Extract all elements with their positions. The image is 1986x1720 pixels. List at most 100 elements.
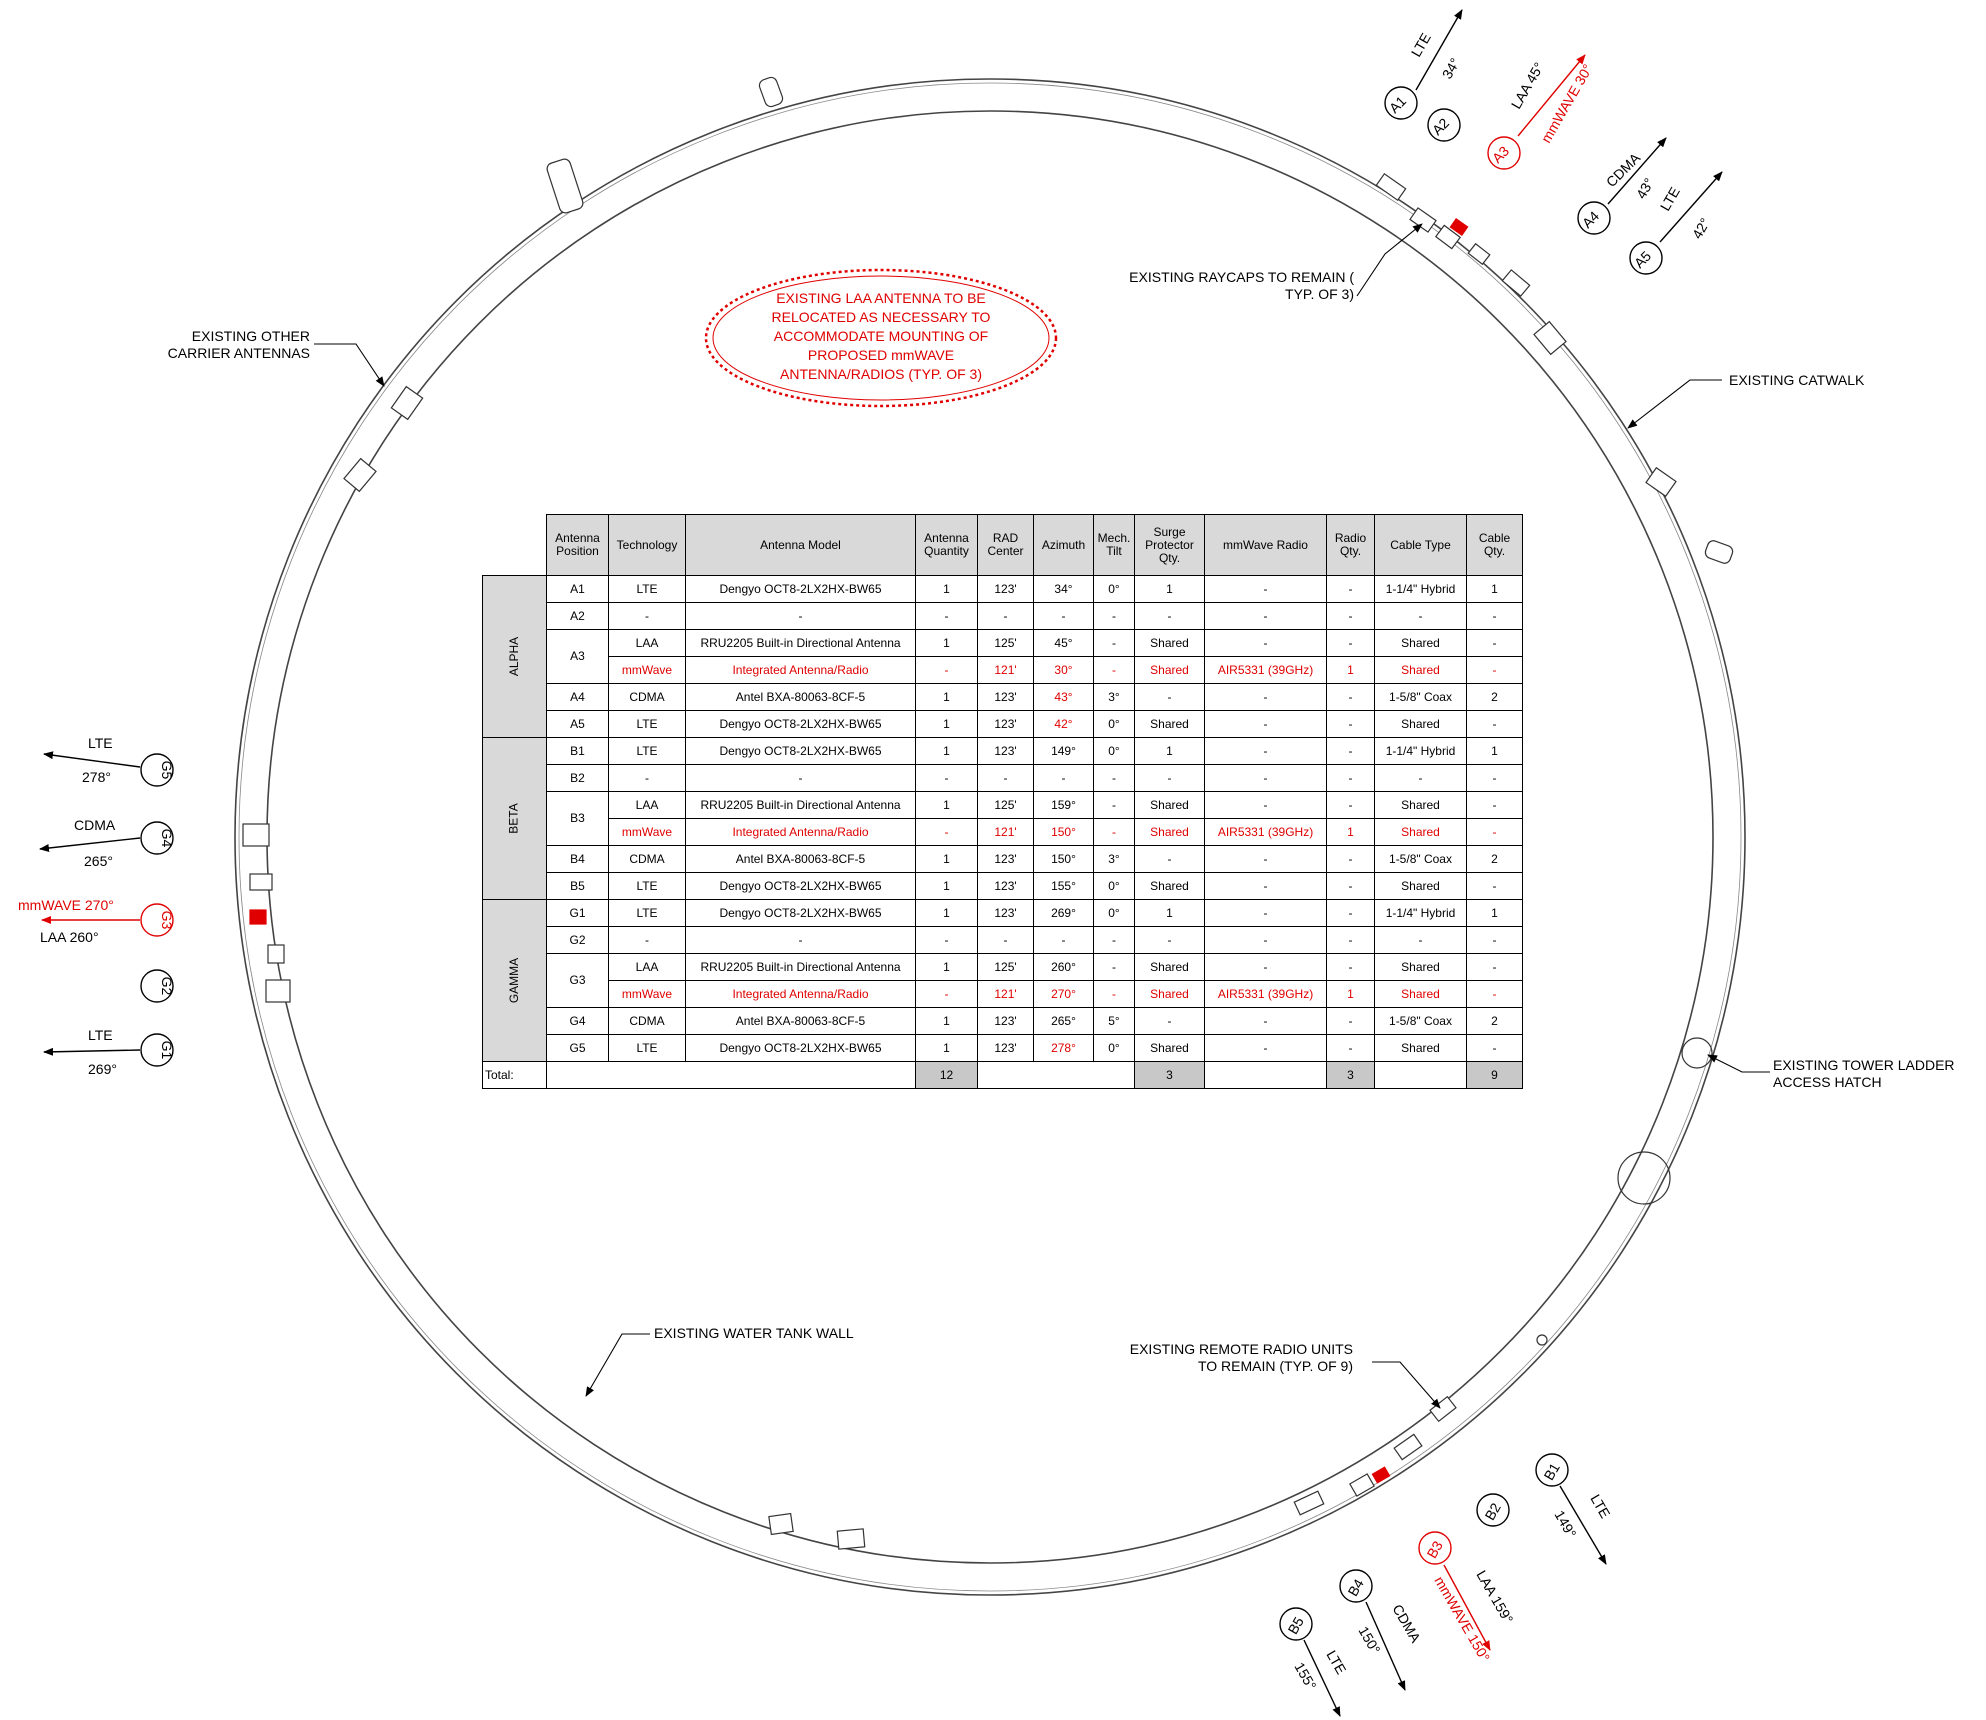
cable-qty-cell: - [1466,818,1523,846]
antenna-position-cell: A1 [546,575,609,603]
gamma-mmwave-radio-icon [249,909,267,925]
cloud-note-line-5: ANTENNA/RADIOS (TYP. OF 3) [780,366,982,382]
hatch-icon [1617,1151,1671,1205]
b4-azimuth-arrow [1365,1601,1406,1691]
antenna-qty-cell: 1 [915,953,978,981]
antenna-position-cell: B4 [546,845,609,873]
cable-qty-cell: 1 [1466,737,1523,765]
antenna-model-cell: Antel BXA-80063-8CF-5 [685,683,916,711]
cable-type-cell: Shared [1374,710,1467,738]
technology-cell: LTE [608,710,686,738]
mmwave-radio-cell: - [1204,791,1327,819]
total-blank [1374,1061,1467,1089]
antenna-qty-cell: - [915,980,978,1008]
technology-cell: - [608,926,686,954]
cable-type-cell: - [1374,602,1467,630]
b3-tag-label: B3 [1423,1538,1446,1561]
cable-qty-cell: 1 [1466,899,1523,927]
technology-cell: mmWave [608,980,686,1008]
antenna-model-cell: - [685,926,916,954]
g4-tag-label: G4 [159,829,175,848]
a3-azimuth-arrow [1517,54,1586,137]
carrier-antenna-icon [1645,466,1677,498]
mmwave-radio-cell: AIR5331 (39GHz) [1204,656,1327,684]
radio-qty-cell: - [1326,1007,1375,1035]
cloud-note-line-1: EXISTING LAA ANTENNA TO BE [776,290,986,306]
b5-azimuth-arrow [1303,1639,1341,1717]
alpha-antenna-icon [1409,207,1437,233]
a5-azimuth-arrow [1659,171,1723,243]
b3-tech: LAA 159° [1473,1568,1516,1627]
antenna-position-cell: G2 [546,926,609,954]
g5-tech: LTE [88,735,113,751]
radio-qty-cell: - [1326,737,1375,765]
surge-qty-cell: Shared [1134,710,1205,738]
antenna-qty-cell: - [915,764,978,792]
antenna-qty-cell: - [915,818,978,846]
sector-equipment [242,172,1531,1516]
carrier-antenna-icon [390,385,424,421]
laa-relocation-note: EXISTING LAA ANTENNA TO BE RELOCATED AS … [704,268,1058,408]
radio-qty-cell: - [1326,845,1375,873]
antenna-model-cell: Antel BXA-80063-8CF-5 [685,1007,916,1035]
antenna-model-cell: RRU2205 Built-in Directional Antenna [685,953,916,981]
ladder-line-1: EXISTING TOWER LADDER [1773,1057,1955,1073]
header-cell: mmWave Radio [1204,514,1327,576]
g4-azimuth-arrow [39,837,141,852]
b2-tag-label: B2 [1481,1500,1504,1523]
a3-tech: LAA 45° [1508,60,1547,112]
g4-tech: CDMA [74,817,116,833]
water-tank-leader [585,1333,650,1397]
g1-azimuth: 269° [88,1061,117,1077]
cable-qty-cell: 2 [1466,683,1523,711]
rad-center-cell: 123' [977,710,1034,738]
antenna-position-cell: G5 [546,1034,609,1062]
mmwave-radio-cell: - [1204,629,1327,657]
a5-tech: LTE [1657,184,1683,213]
g5-azimuth-arrow [43,751,141,768]
rad-center-cell: 123' [977,899,1034,927]
radio-qty-cell: - [1326,926,1375,954]
gamma-antenna-icon [267,944,285,964]
radio-qty-cell: 1 [1326,980,1375,1008]
sector-label-cell: BETA [482,737,547,900]
mmwave-radio-cell: - [1204,1007,1327,1035]
carrier-antenna-icon [343,457,377,493]
table-row: B2----------- [483,764,1523,792]
antenna-model-cell: Dengyo OCT8-2LX2HX-BW65 [685,710,916,738]
g3-azimuth: LAA 260° [40,929,99,945]
alpha-rru-icon [1434,224,1462,250]
antenna-model-cell: Integrated Antenna/Radio [685,818,916,846]
b5-tag [1279,1607,1313,1641]
azimuth-cell: 278° [1033,1034,1094,1062]
technology-cell: mmWave [608,818,686,846]
alpha-tags: A1 LTE 34° A2 A3 LAA 45° mmWAVE 30° A4 C… [1384,9,1723,275]
radio-qty-cell: - [1326,953,1375,981]
cable-qty-cell: 2 [1466,1007,1523,1035]
cable-type-cell: 1-5/8" Coax [1374,683,1467,711]
header-cell: Mech. Tilt [1093,514,1135,576]
surge-qty-cell: - [1134,602,1205,630]
b4-azimuth: 150° [1355,1624,1383,1657]
mmwave-radio-cell: - [1204,872,1327,900]
antenna-qty-cell: - [915,926,978,954]
rad-center-cell: 123' [977,683,1034,711]
b2-tag [1476,1493,1510,1527]
radio-qty-cell: - [1326,710,1375,738]
surge-qty-cell: Shared [1134,980,1205,1008]
header-cell: Azimuth [1033,514,1094,576]
gamma-antenna-icon [265,979,291,1003]
dish-icon [758,76,784,108]
azimuth-cell: 159° [1033,791,1094,819]
surge-qty-cell: Shared [1134,953,1205,981]
azimuth-cell: - [1033,764,1094,792]
mmwave-radio-cell: - [1204,899,1327,927]
mech-tilt-cell: 0° [1093,575,1135,603]
radio-qty-cell: - [1326,764,1375,792]
radio-qty-cell: - [1326,683,1375,711]
technology-cell: CDMA [608,683,686,711]
